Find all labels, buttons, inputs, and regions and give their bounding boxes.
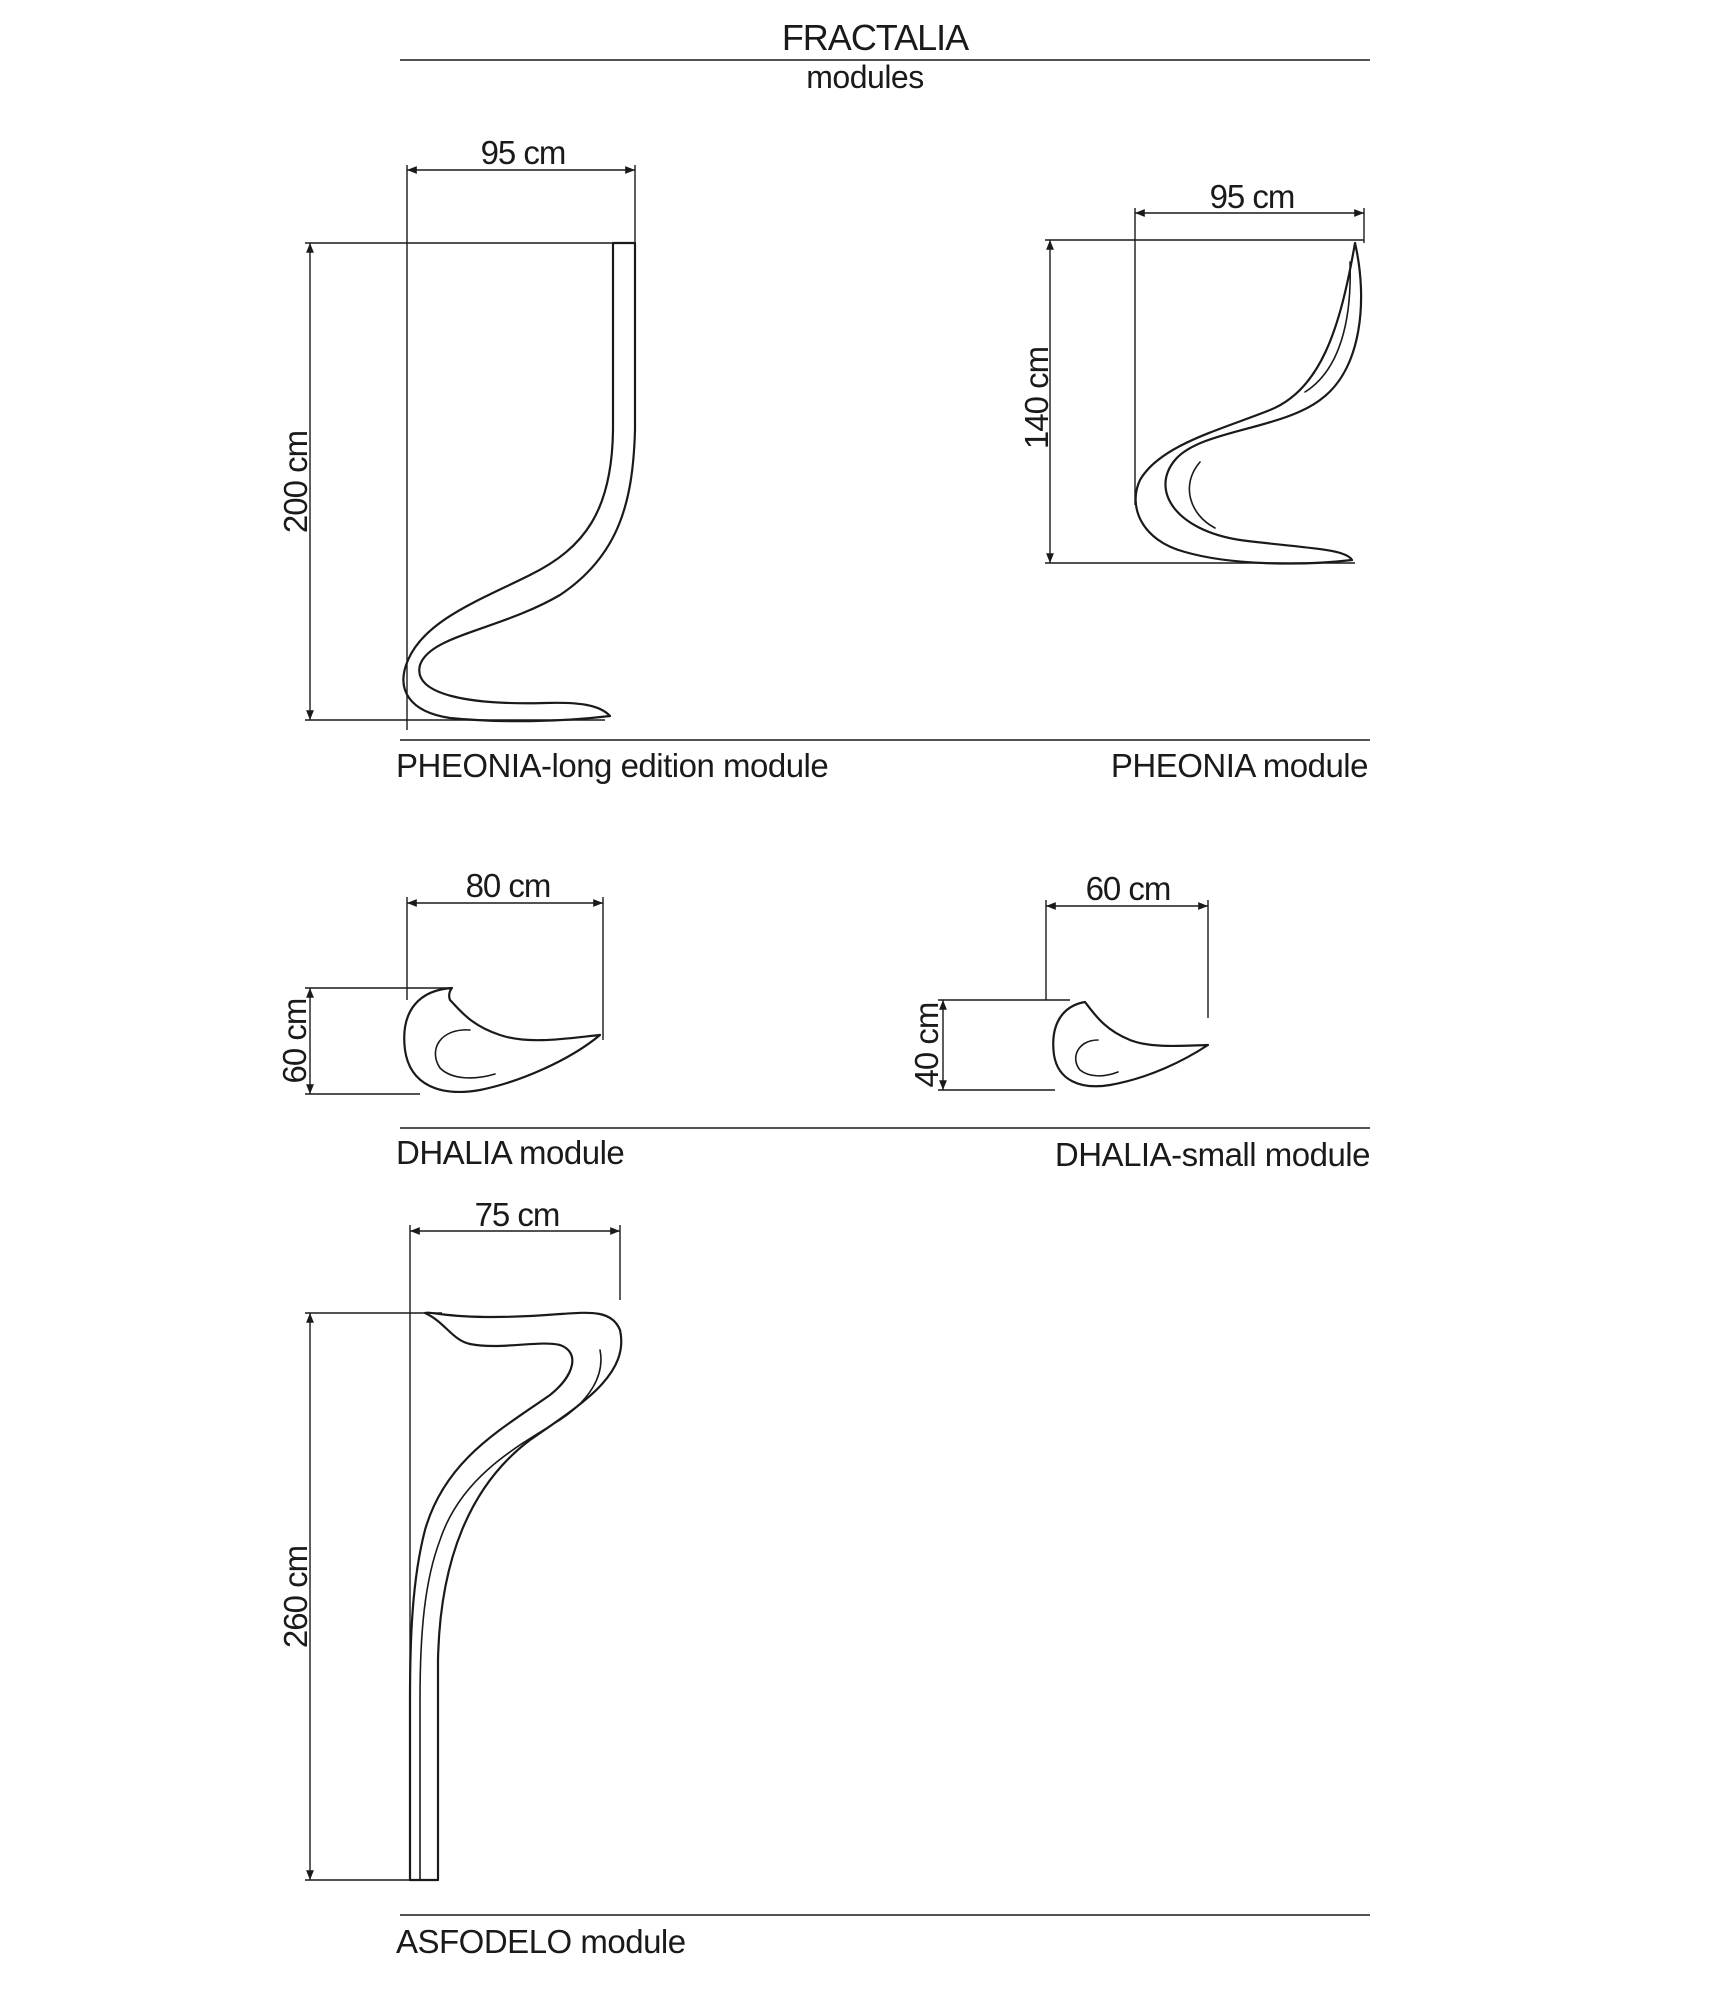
width-dimension-label: 75 cm [475, 1196, 560, 1233]
pheonia-inner-edge [1188, 261, 1352, 529]
dhalia-silhouette [403, 986, 602, 1094]
dhalia-small-module: 60 cm 40 cm DHALIA-small module [908, 870, 1371, 1173]
pheonia-module: 95 cm 140 cm PHEONIA module [1018, 178, 1369, 784]
pheonia-long-module: 95 cm 200 cm PHEONIA-long edition module [277, 134, 1370, 784]
width-dimension-label: 95 cm [481, 134, 566, 171]
height-dimension-label: 140 cm [1018, 347, 1055, 449]
width-dimension-label: 80 cm [466, 867, 551, 904]
asfodelo-caption: ASFODELO module [396, 1923, 686, 1960]
asfodelo-silhouette [408, 1311, 623, 1882]
dhalia-inner-edge [434, 1029, 496, 1079]
dhalia-small-silhouette [1052, 1000, 1210, 1088]
dhalia-module: 80 cm 60 cm DHALIA module [276, 867, 1370, 1171]
page-title: FRACTALIA [782, 17, 969, 58]
height-dimension-label: 200 cm [277, 431, 314, 533]
width-dimension-label: 60 cm [1086, 870, 1171, 907]
page-subtitle: modules [806, 59, 923, 95]
height-dimension-label: 260 cm [277, 1546, 314, 1648]
dhalia-small-caption: DHALIA-small module [1055, 1136, 1370, 1173]
pheonia-silhouette [1134, 241, 1363, 565]
asfodelo-module: 75 cm 260 cm ASFODELO module [277, 1196, 1370, 1960]
height-dimension-label: 60 cm [276, 999, 313, 1084]
header: FRACTALIA modules [400, 17, 1370, 95]
dhalia-caption: DHALIA module [396, 1134, 624, 1171]
asfodelo-inner-edge [419, 1349, 602, 1881]
pheonia-caption: PHEONIA module [1111, 747, 1368, 784]
pheonia-long-silhouette [402, 241, 637, 723]
pheonia-long-caption: PHEONIA-long edition module [396, 747, 828, 784]
width-dimension-label: 95 cm [1210, 178, 1295, 215]
dhalia-small-inner-edge [1074, 1039, 1119, 1077]
height-dimension-label: 40 cm [908, 1003, 945, 1088]
